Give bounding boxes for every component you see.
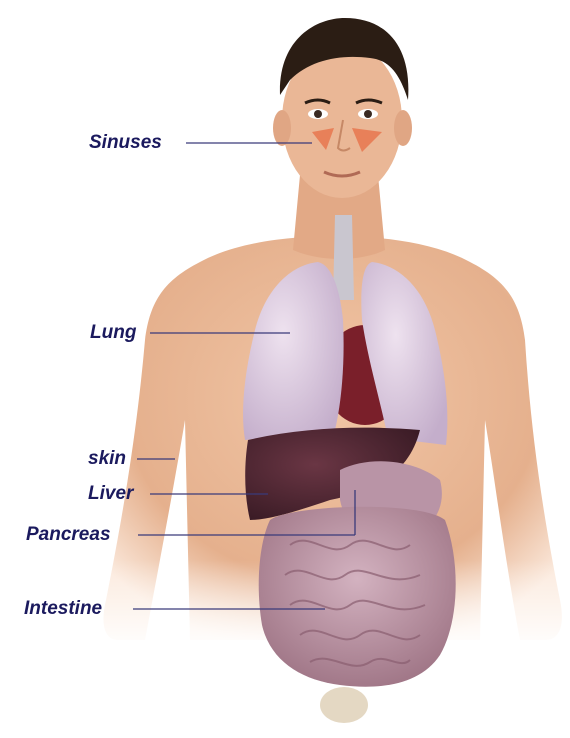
right-pupil — [364, 110, 372, 118]
label-pancreas: Pancreas — [26, 525, 111, 544]
intestine-shape — [259, 507, 456, 687]
left-ear — [273, 110, 291, 146]
label-sinuses: Sinuses — [89, 133, 162, 152]
right-ear — [394, 110, 412, 146]
bladder-shape — [320, 687, 368, 723]
left-pupil — [314, 110, 322, 118]
label-intestine: Intestine — [24, 599, 102, 618]
label-lung: Lung — [90, 323, 136, 342]
label-liver: Liver — [88, 484, 133, 503]
label-skin: skin — [88, 449, 126, 468]
